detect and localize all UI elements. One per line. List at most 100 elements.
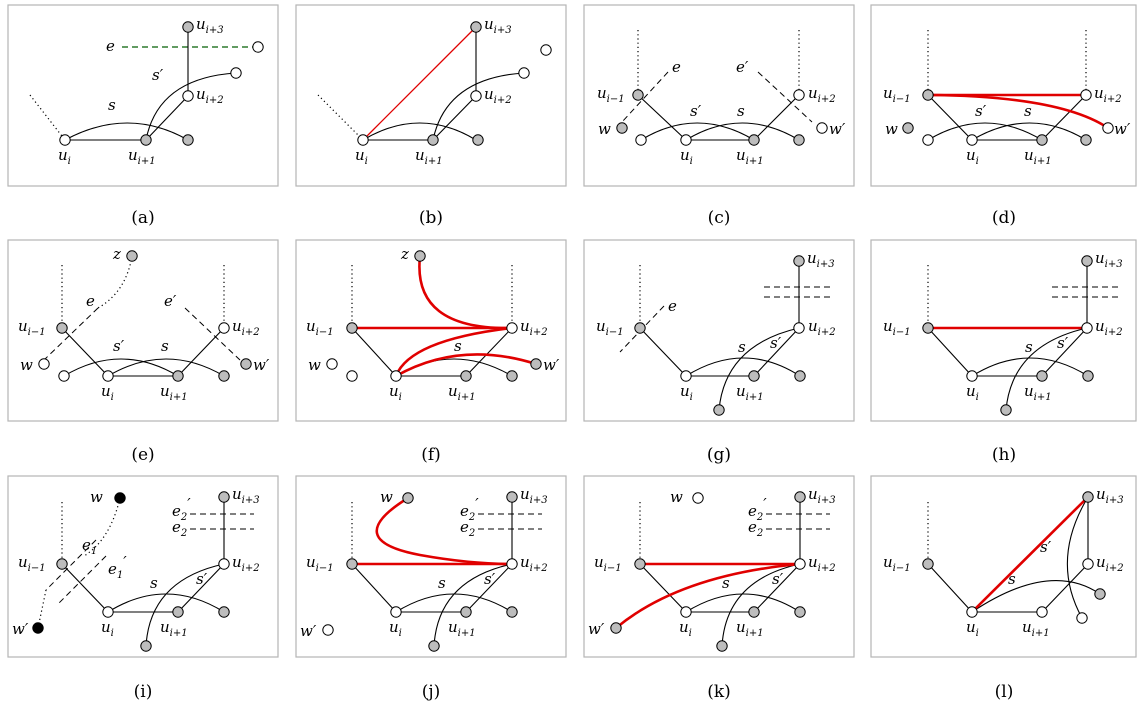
- label-z: z: [112, 245, 121, 263]
- vertex-w: [326, 358, 338, 370]
- panel-frame: [583, 475, 855, 658]
- label-s: s: [1025, 338, 1033, 356]
- edge: [1041, 94, 1087, 141]
- caption: (i): [134, 682, 153, 702]
- panel-frame: [870, 475, 1137, 658]
- edge-s-prime: [721, 563, 801, 647]
- panel-k: w ui+3 e2′ e2 ui−1 ui+2 s s′ w′ ui ui+1 …: [583, 475, 855, 702]
- vertex: [922, 134, 934, 146]
- vertex-u-i1: [460, 606, 472, 618]
- vertex-u-i: [966, 606, 978, 618]
- edge-s: [107, 358, 225, 377]
- label-u-i2: ui+2: [1096, 553, 1124, 574]
- vertex-u-i3: [793, 255, 805, 267]
- label-u-i: ui: [966, 382, 979, 403]
- vertex-u-i2: [218, 322, 230, 334]
- vertex: [506, 606, 518, 618]
- label-e2: e2: [172, 518, 187, 539]
- edge: [177, 327, 225, 377]
- vertex-u-i: [680, 134, 692, 146]
- label-e2: e2: [748, 518, 763, 539]
- label-u-i-1: ui−1: [18, 553, 46, 574]
- panel-frame: [7, 475, 279, 658]
- label-u-i3: ui+3: [1095, 249, 1123, 270]
- vertex-u-i2: [794, 558, 806, 570]
- vertex-w-prime: [610, 622, 622, 634]
- vertex-u-i2: [506, 558, 518, 570]
- vertex: [716, 640, 728, 652]
- vertex-u-i3: [506, 491, 518, 503]
- vertex-u-i-1: [56, 322, 68, 334]
- label-u-i3: ui+3: [484, 15, 512, 36]
- vertex-w: [616, 122, 628, 134]
- label-u-i: ui: [355, 146, 368, 167]
- label-u-i3: ui+3: [520, 485, 548, 506]
- label-u-i1: ui+1: [736, 382, 764, 403]
- vertex-w: [38, 358, 50, 370]
- edge-s: [971, 122, 1087, 141]
- edge-s: [685, 122, 800, 141]
- vertex: [540, 44, 552, 56]
- vertex: [252, 41, 264, 53]
- vertex-z: [126, 250, 138, 262]
- vertex-w-prime: [240, 358, 252, 370]
- caption: (f): [421, 445, 441, 465]
- label-u-i3: ui+3: [232, 485, 260, 506]
- label-w-prime: w′: [12, 620, 29, 638]
- label-w-prime: w′: [829, 120, 846, 138]
- caption: (l): [995, 682, 1014, 702]
- panel-c: e e′ ui−1 ui+2 s′ s w w′ ui ui+1 (c): [583, 4, 855, 228]
- vertex-u-i3: [182, 21, 194, 33]
- edge-red: [362, 26, 477, 141]
- label-e2: e2: [460, 518, 475, 539]
- vertex-w-prime: [32, 622, 44, 634]
- edge-s: [971, 357, 1089, 377]
- label-w-prime: w′: [300, 622, 317, 640]
- edge-s-prime: [145, 72, 237, 141]
- label-u-i3: ui+3: [807, 249, 835, 270]
- label-u-i: ui: [966, 618, 979, 639]
- vertex-u-i2: [470, 90, 482, 102]
- label-u-i: ui: [679, 618, 692, 639]
- label-u-i: ui: [680, 146, 693, 167]
- vertex: [1000, 404, 1012, 416]
- vertex-w-prime: [816, 122, 828, 134]
- label-u-i2: ui+2: [196, 85, 224, 106]
- edge: [927, 94, 973, 141]
- edge: [432, 95, 477, 141]
- vertex-u-i-1: [56, 558, 68, 570]
- panel-e: z e e′ ui−1 ui+2 s′ s w w′ ui ui+1 (e): [7, 239, 279, 465]
- vertex-u-i3: [218, 491, 230, 503]
- panel-frame: [295, 239, 567, 422]
- edge: [465, 327, 513, 377]
- label-u-i1: ui+1: [448, 382, 476, 403]
- label-s: s: [108, 96, 116, 114]
- caption: (d): [992, 208, 1016, 228]
- panel-a: ui+3 e s′ ui+2 s ui ui+1 (a): [7, 4, 279, 228]
- panel-frame: [583, 4, 855, 187]
- label-s-prime: s′: [772, 570, 784, 588]
- vertex: [1082, 370, 1094, 382]
- edge-s-prime-red: [971, 496, 1089, 613]
- label-u-i2: ui+2: [520, 553, 548, 574]
- vertex-u-i1: [748, 606, 760, 618]
- label-s: s: [1008, 570, 1016, 588]
- label-u-i: ui: [389, 382, 402, 403]
- vertex: [518, 67, 530, 79]
- edge: [1041, 327, 1088, 377]
- label-u-i2: ui+2: [808, 317, 836, 338]
- edge-s-prime: [63, 358, 179, 377]
- vertex: [182, 134, 194, 146]
- vertex-u-i-1: [922, 322, 934, 334]
- vertex-u-i1: [1036, 370, 1048, 382]
- vertex-u-i-1: [632, 89, 644, 101]
- label-s-prime: s′: [1040, 538, 1052, 556]
- label-s-prime: s′: [975, 102, 987, 120]
- label-u-i1: ui+1: [448, 618, 476, 639]
- label-s-prime: s′: [152, 66, 164, 84]
- label-u-i2: ui+2: [1095, 317, 1123, 338]
- vertex: [58, 370, 70, 382]
- vertex-u-i: [966, 134, 978, 146]
- edge: [637, 94, 687, 141]
- dotted-edge: [29, 94, 66, 141]
